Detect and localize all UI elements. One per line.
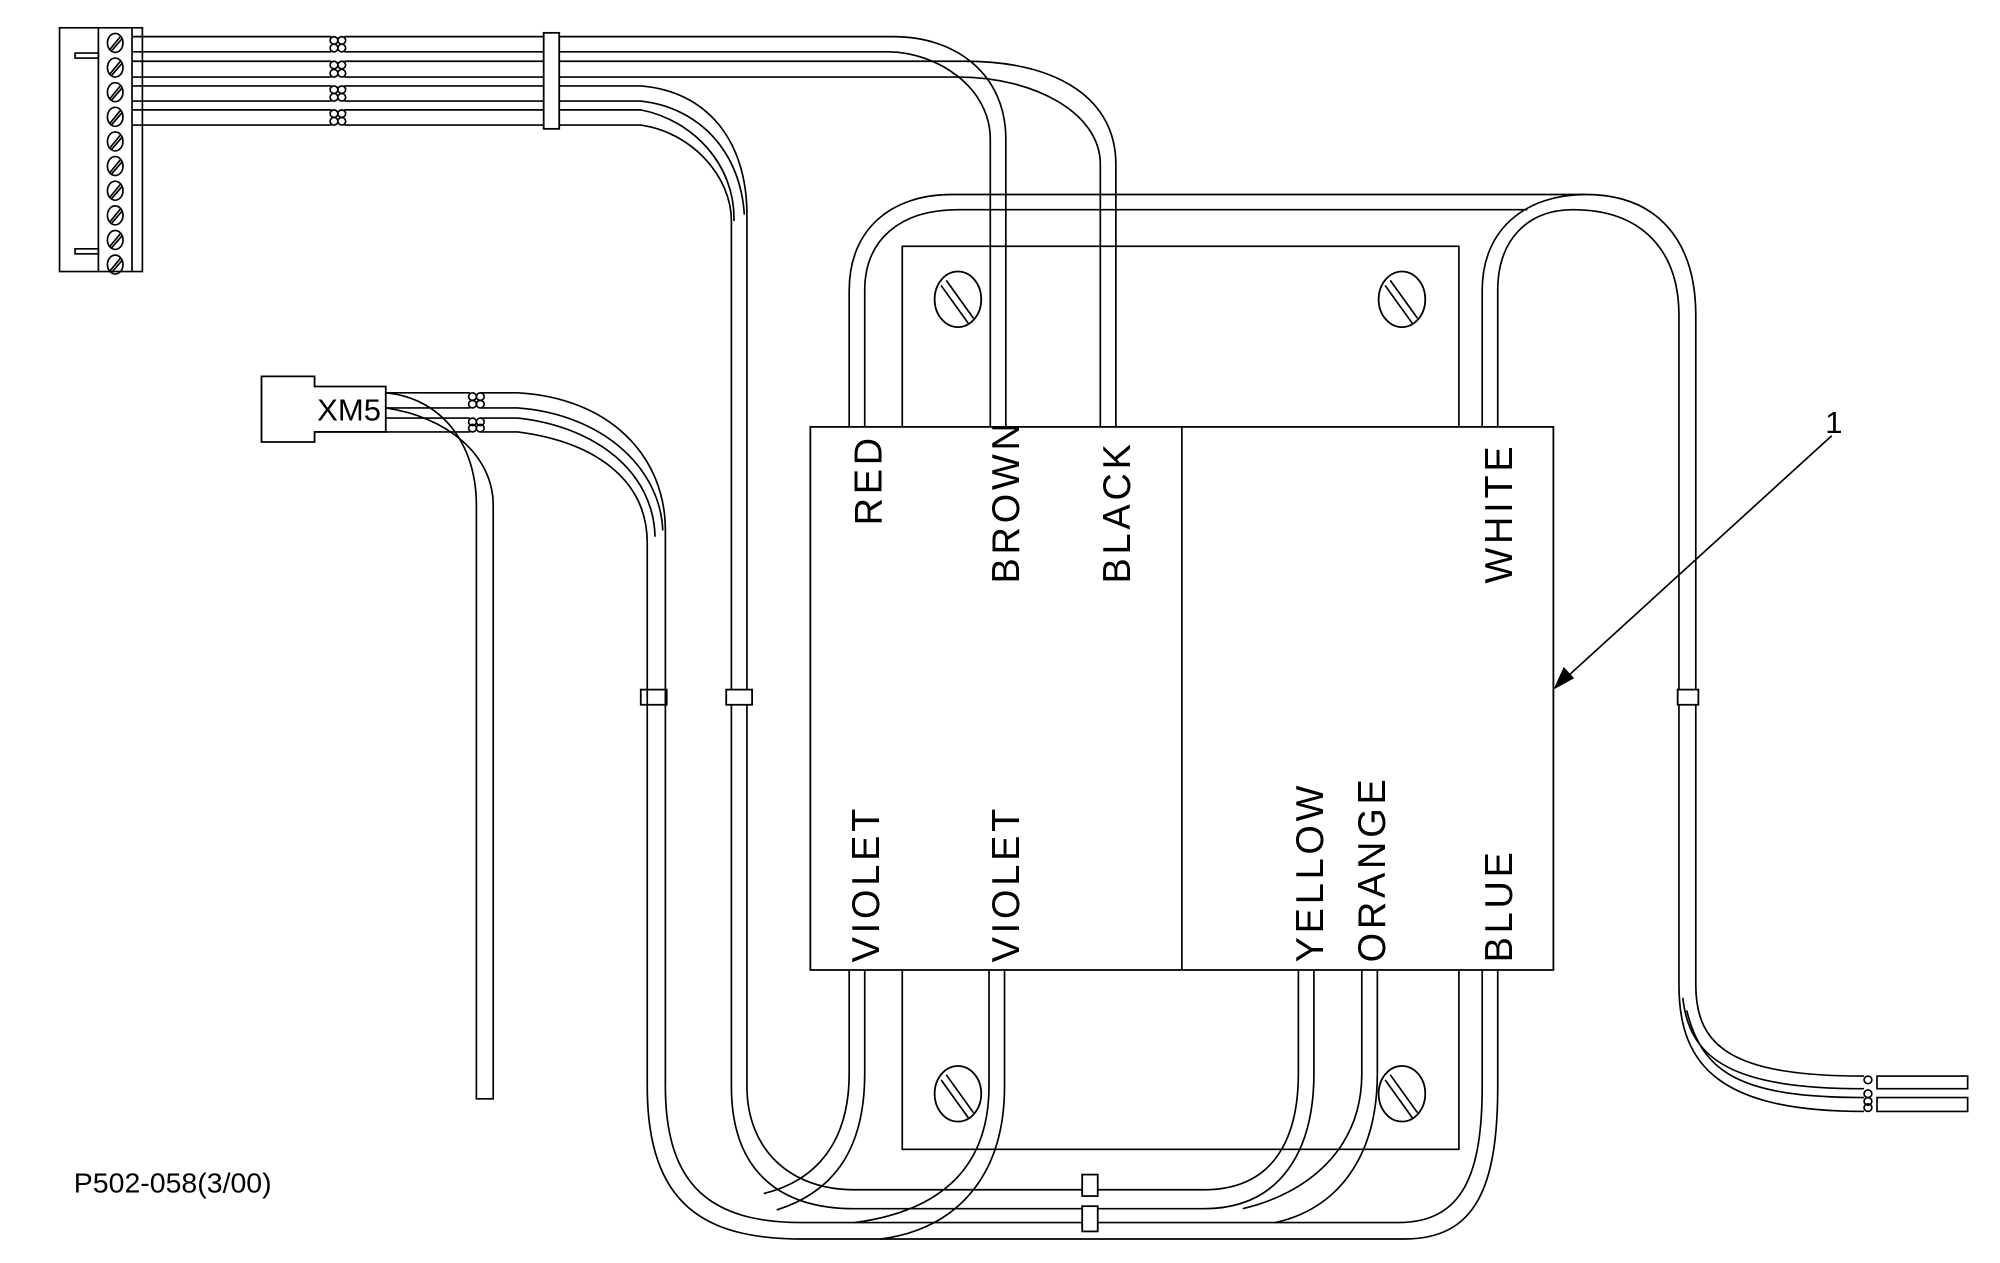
wire-label-orange: ORANGE bbox=[1351, 775, 1395, 962]
cable-clamp bbox=[1081, 1173, 1099, 1197]
wire-break-icon bbox=[329, 109, 339, 126]
wire-label-black: BLACK bbox=[1096, 440, 1140, 583]
item-number: 1 bbox=[1825, 406, 1842, 441]
cable-clamp bbox=[725, 688, 754, 706]
wire-terminal bbox=[1876, 1096, 1969, 1113]
wire-break-icon bbox=[329, 60, 339, 78]
wire-label-violet-1: VIOLET bbox=[845, 805, 889, 962]
terminal-screw-icon bbox=[106, 155, 124, 177]
red-white-loop bbox=[848, 193, 1969, 1113]
screw-icon bbox=[1377, 1065, 1427, 1123]
wire-label-red: RED bbox=[847, 434, 891, 525]
cable-clamp bbox=[1676, 688, 1700, 706]
terminal-screw-icon bbox=[106, 229, 124, 251]
wire-break-icon bbox=[337, 109, 347, 126]
terminal-wire-harness bbox=[132, 35, 1117, 1087]
cable-clamp bbox=[1081, 1205, 1099, 1233]
terminal-screw-icon bbox=[106, 106, 124, 128]
wire-label-violet-2: VIOLET bbox=[984, 805, 1028, 962]
wire-label-blue: BLUE bbox=[1478, 848, 1522, 962]
wire-label-white: WHITE bbox=[1478, 443, 1522, 584]
screw-icon bbox=[1377, 270, 1427, 329]
terminal-screw-icon bbox=[106, 81, 124, 103]
wire-terminal bbox=[1876, 1075, 1969, 1090]
drawing-code: P502-058(3/00) bbox=[74, 1168, 272, 1199]
wire-break-icon bbox=[337, 85, 347, 102]
terminal-screw-icon bbox=[106, 57, 124, 78]
bottom-wire-loops bbox=[646, 969, 1499, 1240]
terminal-screw-icon bbox=[106, 205, 124, 226]
wire-label-brown: BROWN bbox=[984, 419, 1028, 583]
item-leader-arrow bbox=[1553, 435, 1833, 690]
terminal-screw-icon bbox=[106, 254, 124, 275]
cable-clamp bbox=[639, 688, 668, 706]
screw-icon bbox=[933, 1065, 983, 1123]
terminal-block bbox=[58, 26, 144, 275]
terminal-screw-icon bbox=[106, 32, 124, 54]
wire-break-icon bbox=[329, 35, 339, 53]
screw-icon bbox=[933, 270, 983, 329]
terminal-screw-icon bbox=[106, 180, 124, 202]
terminal-screw-icon bbox=[106, 131, 124, 152]
cable-clamp bbox=[542, 31, 561, 130]
wire-break-icon bbox=[337, 35, 347, 53]
xm5-connector: XM5 bbox=[260, 375, 667, 1100]
wire-label-yellow: YELLOW bbox=[1289, 782, 1333, 963]
wire-break-icon bbox=[329, 85, 339, 102]
connector-label: XM5 bbox=[317, 393, 381, 428]
wire-break-icon bbox=[337, 60, 347, 78]
